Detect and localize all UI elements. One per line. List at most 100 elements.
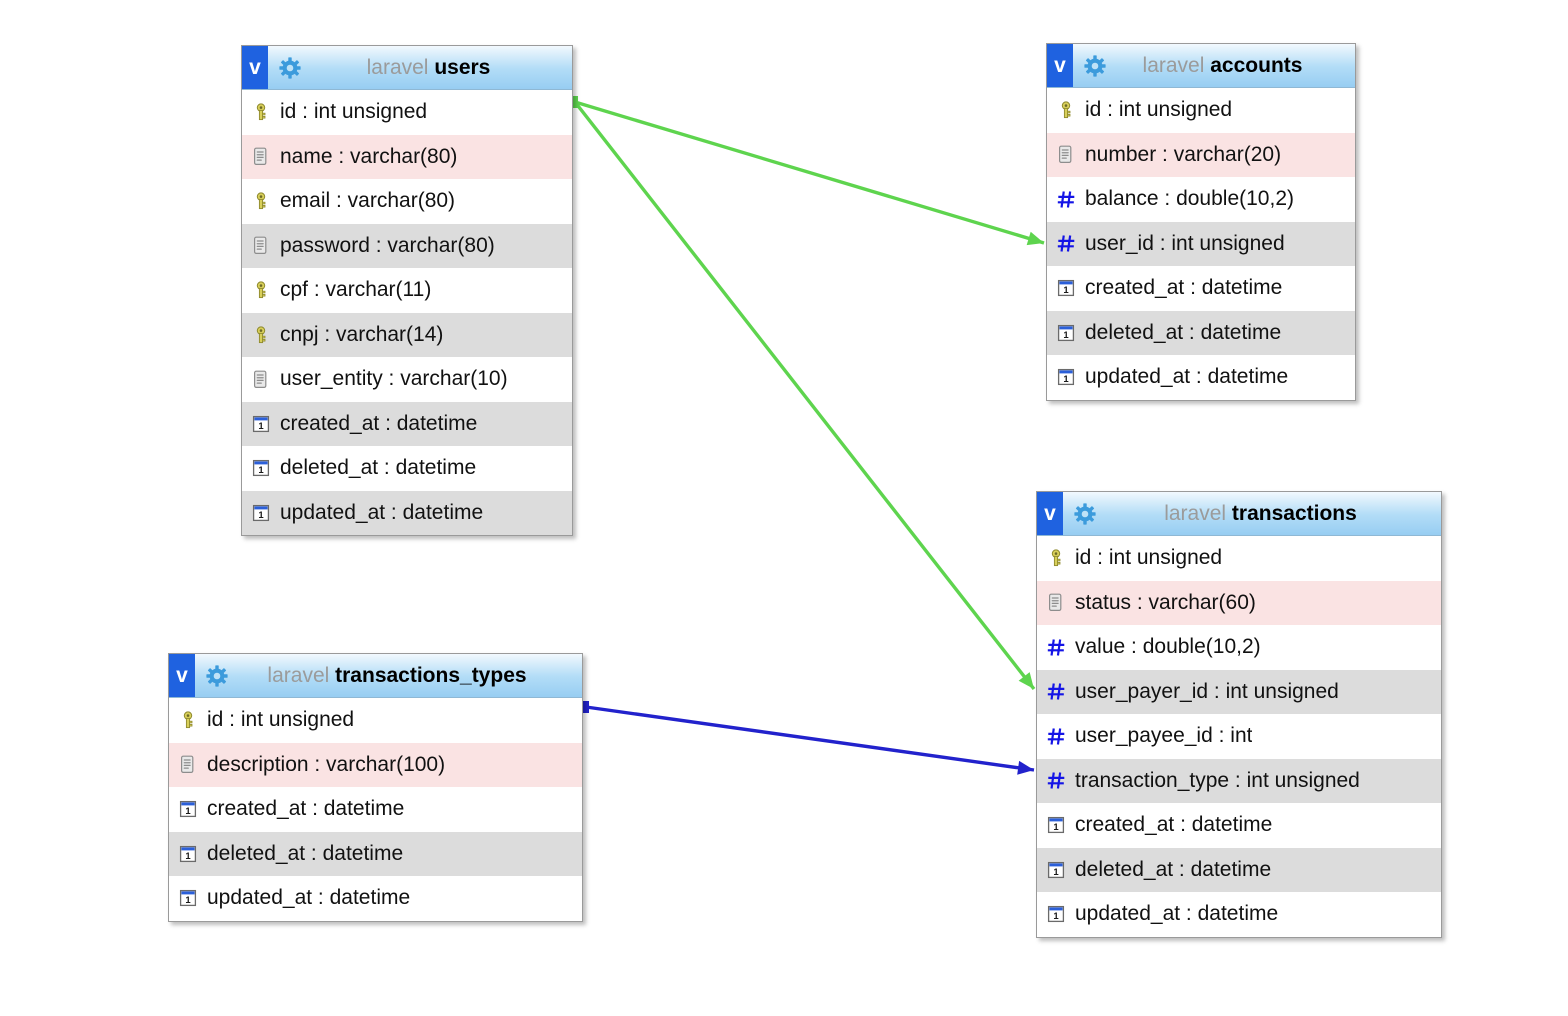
column-row[interactable]: description : varchar(100) xyxy=(169,742,582,787)
calendar-icon: 1 xyxy=(1045,903,1067,925)
text-field-icon xyxy=(1045,592,1067,614)
column-row[interactable]: cnpj : varchar(14) xyxy=(242,312,572,357)
schema-name: laravel xyxy=(1164,501,1227,525)
key-icon xyxy=(250,279,272,301)
number-field-icon xyxy=(1045,725,1067,747)
key-icon xyxy=(177,709,199,731)
column-label: email : varchar(80) xyxy=(280,189,456,213)
key-icon xyxy=(1045,547,1067,569)
key-icon xyxy=(250,190,272,212)
schema-name: laravel xyxy=(267,663,330,687)
column-row[interactable]: number : varchar(20) xyxy=(1047,132,1355,177)
schema-name: laravel xyxy=(366,55,429,79)
column-label: updated_at : datetime xyxy=(1075,902,1279,926)
column-row[interactable]: user_id : int unsigned xyxy=(1047,221,1355,266)
column-row[interactable]: 1 deleted_at : datetime xyxy=(1047,310,1355,355)
svg-text:1: 1 xyxy=(185,895,191,906)
column-row[interactable]: id : int unsigned xyxy=(1037,536,1441,581)
column-row[interactable]: id : int unsigned xyxy=(242,90,572,135)
relationship-arrowhead xyxy=(1017,760,1034,775)
number-field-icon xyxy=(1055,188,1077,210)
calendar-icon: 1 xyxy=(177,798,199,820)
column-label: description : varchar(100) xyxy=(207,752,446,776)
table-title-transactions_types: laravel transactions_types xyxy=(228,664,572,688)
column-row[interactable]: user_payee_id : int xyxy=(1037,714,1441,759)
column-row[interactable]: name : varchar(80) xyxy=(242,134,572,179)
column-row[interactable]: 1 updated_at : datetime xyxy=(169,876,582,921)
text-field-icon xyxy=(250,146,272,168)
svg-text:1: 1 xyxy=(258,421,264,432)
relationship-line xyxy=(573,100,1036,691)
calendar-icon: 1 xyxy=(177,843,199,865)
relationship-line xyxy=(574,100,1045,245)
column-label: deleted_at : datetime xyxy=(1085,320,1282,344)
column-label: created_at : datetime xyxy=(207,797,405,821)
column-label: user_id : int unsigned xyxy=(1085,231,1285,255)
column-row[interactable]: 1 updated_at : datetime xyxy=(1037,892,1441,937)
gear-icon[interactable] xyxy=(279,56,301,79)
column-label: deleted_at : datetime xyxy=(1075,857,1272,881)
key-icon xyxy=(1055,99,1077,121)
table-title-users: laravel users xyxy=(301,56,562,80)
column-label: user_payer_id : int unsigned xyxy=(1075,679,1339,703)
table-name: users xyxy=(434,55,491,79)
svg-text:1: 1 xyxy=(258,465,264,476)
view-badge-icon: v xyxy=(1047,44,1073,87)
column-label: created_at : datetime xyxy=(1085,276,1283,300)
column-label: updated_at : datetime xyxy=(1085,365,1289,389)
column-row[interactable]: password : varchar(80) xyxy=(242,223,572,268)
column-row[interactable]: 1 created_at : datetime xyxy=(1037,803,1441,848)
column-label: deleted_at : datetime xyxy=(280,456,477,480)
column-row[interactable]: 1 deleted_at : datetime xyxy=(242,446,572,491)
key-icon xyxy=(250,324,272,346)
relationship-arrowhead xyxy=(1026,231,1044,246)
gear-icon[interactable] xyxy=(1084,54,1106,77)
text-field-icon xyxy=(250,368,272,390)
column-row[interactable]: 1 created_at : datetime xyxy=(169,787,582,832)
column-row[interactable]: cpf : varchar(11) xyxy=(242,268,572,313)
calendar-icon: 1 xyxy=(1045,814,1067,836)
schema-name: laravel xyxy=(1142,53,1205,77)
column-row[interactable]: id : int unsigned xyxy=(169,698,582,743)
gear-icon[interactable] xyxy=(1074,502,1096,525)
svg-text:1: 1 xyxy=(1063,330,1069,341)
column-row[interactable]: value : double(10,2) xyxy=(1037,625,1441,670)
column-label: id : int unsigned xyxy=(280,100,428,124)
column-label: updated_at : datetime xyxy=(207,886,411,910)
column-row[interactable]: 1 deleted_at : datetime xyxy=(1037,847,1441,892)
column-label: transaction_type : int unsigned xyxy=(1075,768,1360,792)
column-row[interactable]: balance : double(10,2) xyxy=(1047,177,1355,222)
svg-text:1: 1 xyxy=(185,851,191,862)
column-row[interactable]: transaction_type : int unsigned xyxy=(1037,758,1441,803)
calendar-icon: 1 xyxy=(1045,859,1067,881)
column-label: cnpj : varchar(14) xyxy=(280,322,444,346)
column-label: value : double(10,2) xyxy=(1075,635,1261,659)
number-field-icon xyxy=(1045,770,1067,792)
column-row[interactable]: user_payer_id : int unsigned xyxy=(1037,669,1441,714)
table-title-transactions: laravel transactions xyxy=(1096,502,1431,526)
column-row[interactable]: status : varchar(60) xyxy=(1037,580,1441,625)
column-label: created_at : datetime xyxy=(1075,813,1273,837)
calendar-icon: 1 xyxy=(177,887,199,909)
relationship-line xyxy=(585,705,1035,772)
column-row[interactable]: id : int unsigned xyxy=(1047,88,1355,133)
column-row[interactable]: email : varchar(80) xyxy=(242,179,572,224)
text-field-icon xyxy=(250,235,272,257)
relationship-users-to-transactions xyxy=(566,96,1036,691)
column-row[interactable]: user_entity : varchar(10) xyxy=(242,357,572,402)
gear-icon[interactable] xyxy=(206,664,228,687)
number-field-icon xyxy=(1055,233,1077,255)
